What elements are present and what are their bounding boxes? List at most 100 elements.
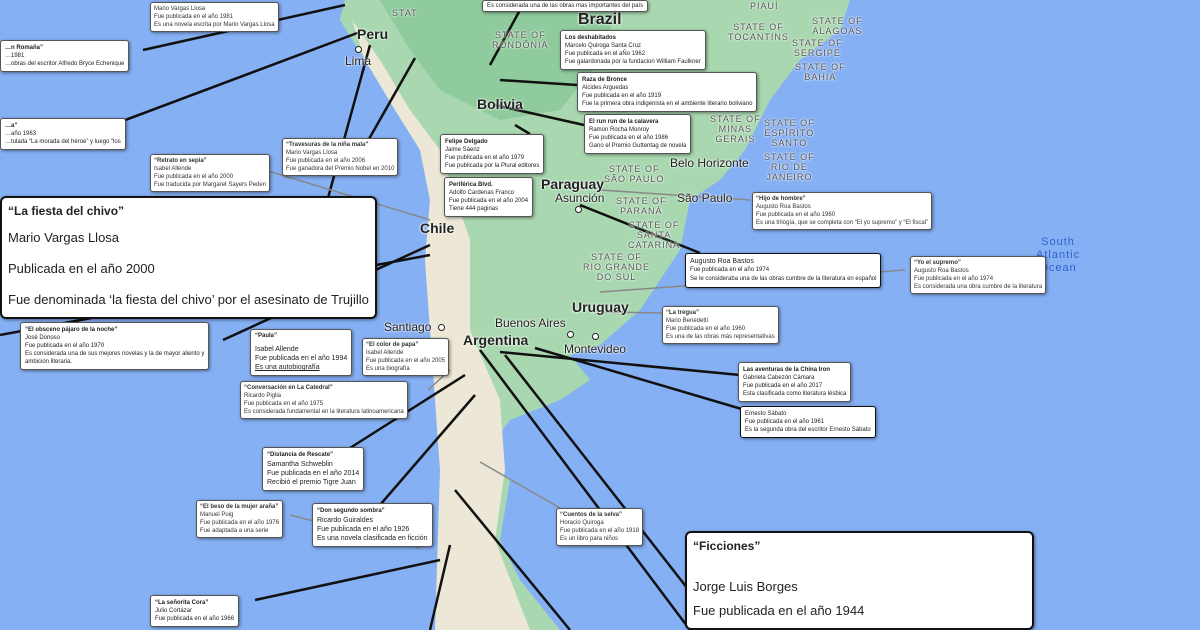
state-label: STATE OF BAHIA	[795, 62, 846, 82]
callout-line: Jaime Sáenz	[445, 147, 480, 153]
callout-obsceno-pajaro[interactable]: “El obsceno pájaro de la noche”José Dono…	[20, 322, 210, 370]
country-label-peru: Peru	[357, 26, 389, 42]
callout-line: Es una trilogía, que se completa con “El…	[756, 220, 929, 226]
city-marker-buenos-aires	[567, 331, 574, 338]
callout-martin-romana[interactable]: …n Romaña”…1981…obras del escritor Alfre…	[0, 40, 130, 72]
callout-line: Ernesto Sábato	[745, 411, 787, 417]
callout-pointers	[0, 3, 746, 630]
callout-line: Recibió el premio Tigre Juan	[267, 479, 356, 486]
callout-line: Esta clasificada como literatura lésbica	[743, 391, 847, 397]
callout-line: Es un libro para niños	[560, 536, 619, 542]
callout-line: Es considerada una de las obras mas impo…	[487, 3, 644, 9]
state-label: STATE OF RIO GRANDE DO SUL	[583, 252, 651, 282]
callout-line: Samantha Schweblin	[267, 461, 333, 468]
callout-line: Es una novela clasificada en ficción	[317, 535, 428, 542]
country-label-bolivia: Bolivia	[477, 96, 523, 112]
callout-travesuras[interactable]: “Travesuras de la niña mala”Mario Vargas…	[282, 138, 399, 176]
callout-line: Mario Vargas Llosa	[8, 230, 120, 245]
callout-line: Fue denominada ‘la fiesta del chivo’ por…	[8, 292, 369, 307]
callout-title: “Travesuras de la niña mala”	[286, 142, 369, 148]
ocean-label: South Atlantic Ocean	[1036, 236, 1081, 274]
callout-line: Isabel Allende	[366, 350, 404, 356]
city-label-sao-paulo: São Paulo	[677, 191, 733, 205]
callout-line: Fue publicada en el año 2017	[743, 383, 823, 389]
callout-line: Publicada en el año 2000	[8, 261, 155, 276]
city-marker-santiago	[438, 324, 445, 331]
state-label: STATE OF SÃO PAULO	[604, 164, 665, 184]
callout-title: “Cuentos de la selva”	[560, 512, 623, 518]
callout-line: Augusto Roa Bastos	[914, 268, 969, 274]
callout-line: …año 1963	[5, 131, 37, 137]
callout-line: …obras del escritor Alfredo Bryce Echeni…	[5, 61, 125, 67]
callout-title: “Distancia de Rescate”	[267, 452, 334, 458]
state-label: STATE OF SERGIPE	[792, 38, 843, 58]
callout-line: Alcides Arguedas	[582, 85, 629, 91]
city-marker-lima	[355, 46, 362, 53]
callout-obra-importante[interactable]: Es considerada una de las obras mas impo…	[482, 0, 649, 12]
callout-line: Es considerada fundamental en la literat…	[244, 409, 404, 415]
callout-line: Fue publicada en el año 1974	[690, 267, 770, 273]
country-label-chile: Chile	[420, 220, 455, 236]
callout-line: Fue publicada en el año 1976	[200, 520, 280, 526]
callout-title: “El obsceno pájaro de la noche”	[25, 327, 118, 333]
callout-line: Fue publicada en el año 1961	[745, 419, 825, 425]
callout-line: Es una novela escrita por Mario Vargas L…	[154, 22, 275, 28]
callout-line: Augusto Roa Bastos	[756, 204, 811, 210]
callout-line: Jorge Luis Borges	[693, 579, 798, 594]
callout-distancia-rescate[interactable]: “Distancia de Rescate” Samantha Schweblin…	[262, 447, 365, 491]
callout-title: Felipe Delgado	[445, 139, 488, 145]
callout-line: Augusto Roa Bastos	[690, 258, 754, 265]
callout-line: Adolfo Cardenas Franco	[449, 190, 515, 196]
callout-line: Gano el Premio Guttentag de novela	[589, 143, 687, 149]
callout-line: Fue publicada en el año 2014	[267, 470, 360, 477]
city-marker-montevideo	[592, 333, 599, 340]
callout-tiny-piglia[interactable]: “Conversación en La Catedral”Ricardo Pig…	[240, 381, 408, 419]
callout-title: …a”	[5, 123, 18, 129]
callout-line: Marcelo Quiroga Santa Cruz	[565, 43, 642, 49]
callout-line: Fue publicada en el año 1944	[693, 603, 865, 618]
callout-line: Julio Cortázar	[155, 608, 193, 614]
callout-line: Fue traducida por Margaret Sayers Peden	[154, 182, 267, 188]
callout-line: Mario Vargas Llosa	[154, 6, 206, 12]
callout-line: ambición literaria.	[25, 359, 73, 365]
state-label: STATE OF ALAGOAS	[812, 16, 863, 36]
callout-line: Fue publicada en el año 2006	[286, 158, 366, 164]
callout-line: Fue publicada en el año 1919	[582, 93, 662, 99]
state-label: STATE OF TOCANTINS	[728, 22, 789, 42]
callout-line: Fue publicada en el año 1960	[756, 212, 836, 218]
callout-line: Fue publicada en el año 1960	[666, 326, 746, 332]
callout-title: “Don segundo sombra”	[317, 508, 385, 514]
callout-ciudad-perros[interactable]: …a”…año 1963…tulada “La morada del héroe…	[0, 118, 126, 150]
callout-line: Mario Benedetti	[666, 318, 709, 324]
callout-title: Los deshabitados	[565, 35, 617, 41]
callout-line: Ricardo Guiraldes	[317, 517, 374, 524]
state-label: STATE OF RONDÔNIA	[492, 30, 549, 50]
callout-title: “La señorita Cora”	[155, 600, 209, 606]
callout-line: Es la segunda obra del escritor Ernesto …	[745, 427, 871, 433]
city-marker-asuncion	[575, 206, 582, 213]
callout-line: Tiene 444 paginas	[449, 206, 499, 212]
callout-title: “La tregua”	[666, 310, 700, 316]
callout-title: Raza de Bronce	[582, 77, 628, 83]
